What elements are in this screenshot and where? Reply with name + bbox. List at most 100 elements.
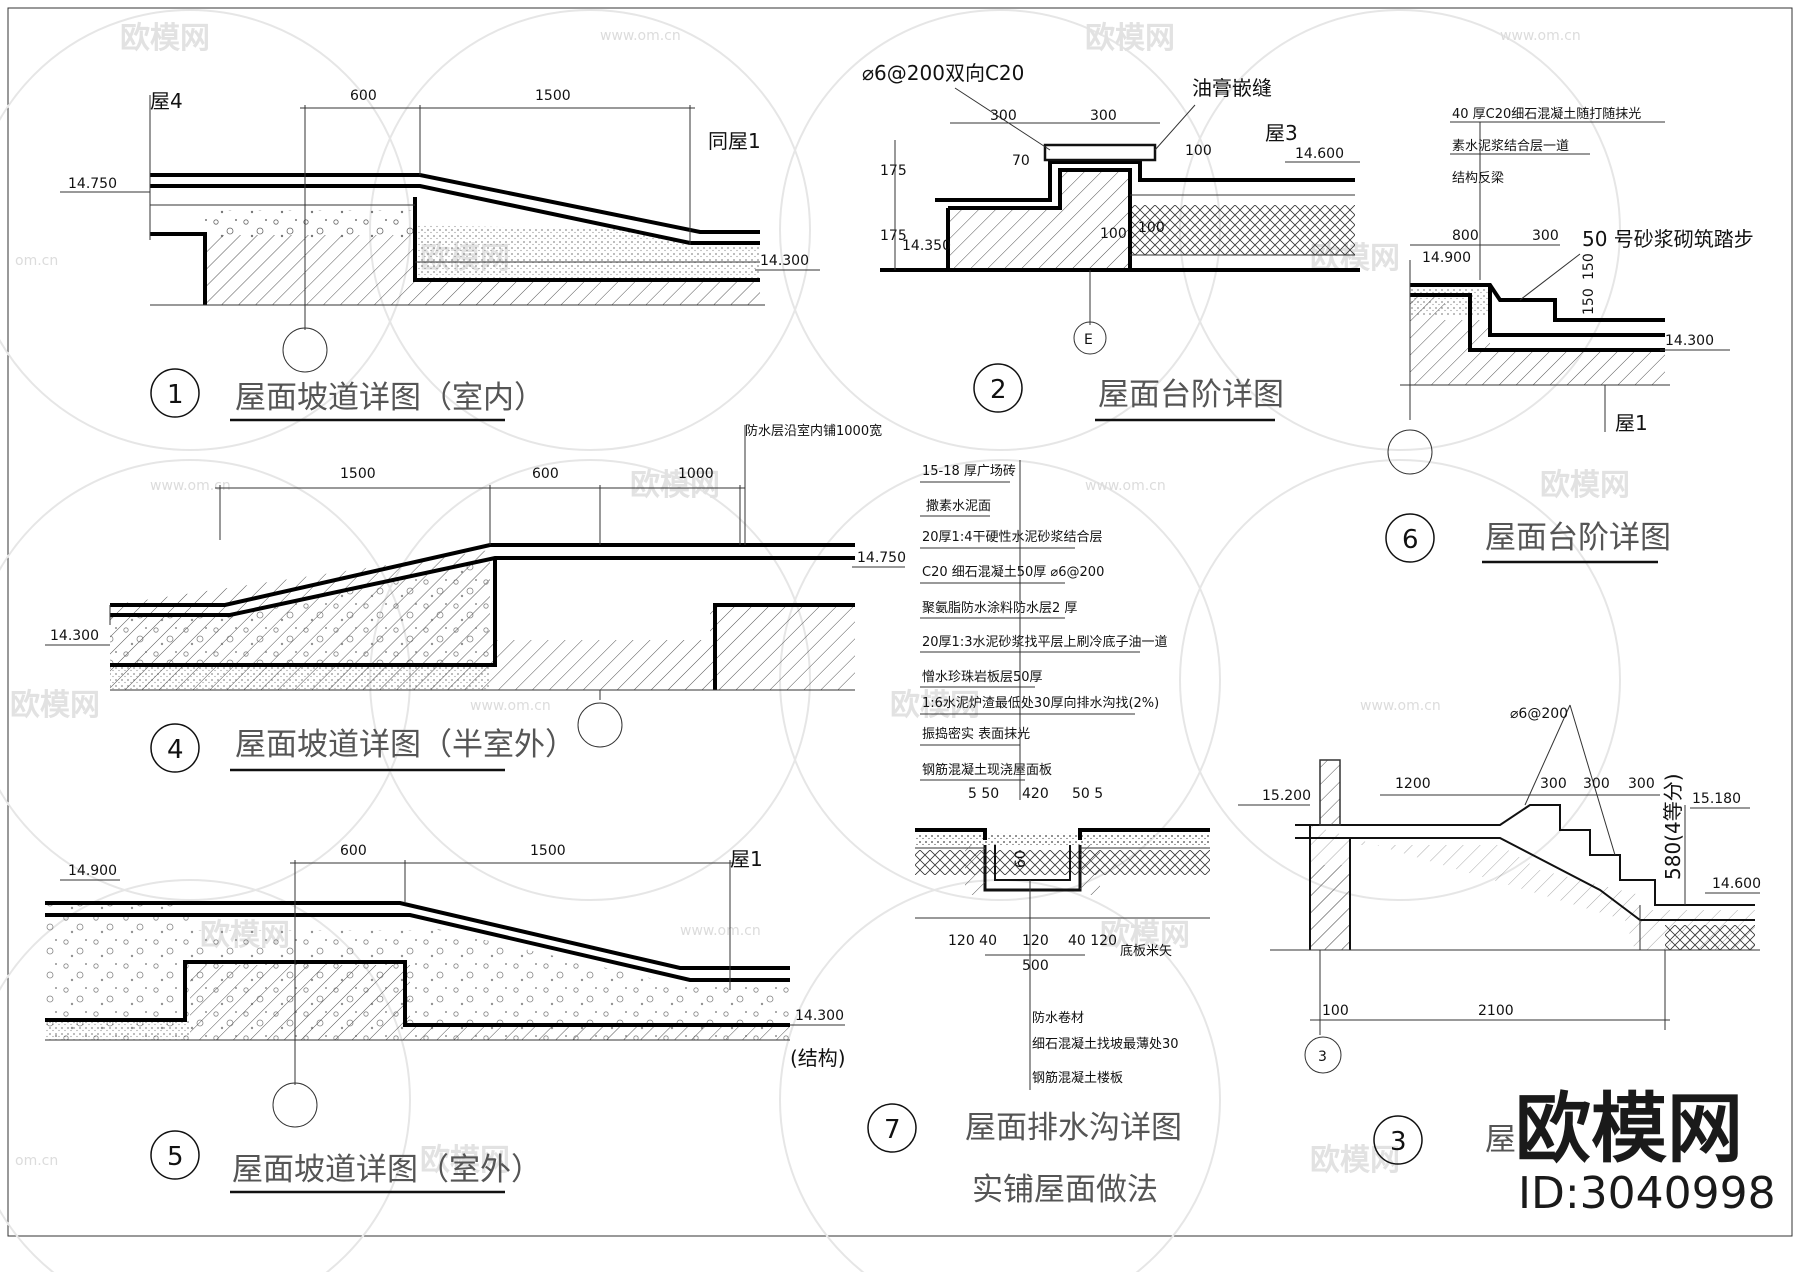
elevation-mark: 14.900 — [68, 863, 117, 879]
dim-text: 100 — [1185, 143, 1212, 159]
dim-text: 120 40 — [948, 933, 997, 949]
dim-text: 100 — [1322, 1003, 1349, 1019]
dim-text: 175 — [880, 228, 907, 244]
struct-label: (结构) — [790, 1046, 846, 1070]
dim-text: 100 — [1138, 220, 1165, 236]
dim-text: 5 50 — [968, 786, 999, 802]
stamp-id: ID:3040998 — [1518, 1168, 1776, 1219]
ref-label: 屋1 — [1615, 411, 1648, 435]
dim-text: 60 — [1013, 850, 1029, 868]
detail-number: 1 — [167, 380, 184, 410]
elevation-mark: 14.300 — [760, 253, 809, 269]
watermark-url: www.om.cn — [1360, 698, 1441, 714]
watermark-logo: 欧模网 — [1100, 918, 1190, 953]
watermark-url: om.cn — [15, 1153, 58, 1169]
detail-4: 防水层沿室内铺1000宽 1500 600 1000 14.750 14.300… — [45, 423, 906, 773]
watermark-url: om.cn — [15, 253, 58, 269]
elevation-mark: 14.300 — [1665, 333, 1714, 349]
detail-number: 5 — [167, 1142, 184, 1172]
dim-text: 300 — [1540, 776, 1567, 792]
dim-text: 580(4等分) — [1661, 773, 1685, 880]
dim-text: 50 5 — [1072, 786, 1103, 802]
elevation-mark: 14.350 — [902, 238, 951, 254]
dim-text: 1000 — [678, 466, 714, 482]
dim-text: 300 — [990, 108, 1017, 124]
rebar-note: ⌀6@200 — [1510, 706, 1568, 722]
detail-title: 屋 — [1485, 1122, 1516, 1158]
dim-text: 420 — [1022, 786, 1049, 802]
watermark-url: www.om.cn — [1085, 478, 1166, 494]
step-note: 50 号砂浆砌筑踏步 — [1582, 227, 1754, 251]
watermark-url: www.om.cn — [470, 698, 551, 714]
layer-note: 20厚1:3水泥砂浆找平层上刷冷底子油一道 — [922, 634, 1167, 650]
id-stamp: 欧模网 ID:3040998 — [1515, 1084, 1776, 1219]
layer-note: 聚氨脂防水涂料防水层2 厚 — [922, 600, 1077, 616]
detail-2: E ⌀6@200双向C20 油膏嵌缝 300 300 70 100 175 17… — [862, 61, 1360, 422]
elevation-mark: 15.200 — [1262, 788, 1311, 804]
layer-note: 撒素水泥面 — [926, 498, 991, 514]
detail-number: 6 — [1402, 525, 1419, 555]
ref-label: 同屋1 — [708, 129, 761, 153]
elevation-mark: 14.900 — [1422, 250, 1471, 266]
detail-title: 屋面坡道详图（半室外） — [235, 727, 576, 763]
dim-text: 120 — [1022, 933, 1049, 949]
watermark-logo: 欧模网 — [10, 688, 100, 723]
detail-number: 3 — [1390, 1127, 1407, 1157]
watermark-url: www.om.cn — [680, 923, 761, 939]
layer-note: 振捣密实 表面抹光 — [922, 726, 1030, 742]
dim-text: 175 — [880, 163, 907, 179]
layer-note: 15-18 厚广场砖 — [922, 464, 1016, 479]
watermark-url: www.om.cn — [150, 478, 231, 494]
ref-label: 屋1 — [730, 847, 763, 871]
dim-text: 100 — [1100, 226, 1127, 242]
dim-text: 600 — [350, 88, 377, 104]
dim-text: 1500 — [340, 466, 376, 482]
ref-label: 屋4 — [150, 89, 183, 113]
layer-note: 20厚1:4干硬性水泥砂浆结合层 — [922, 530, 1102, 545]
detail-title: 屋面排水沟详图 — [965, 1110, 1182, 1146]
dim-text: 150 — [1581, 288, 1597, 315]
axis-label: 3 — [1318, 1049, 1327, 1065]
dim-text: 1500 — [535, 88, 571, 104]
dim-text: 150 — [1581, 253, 1597, 280]
elevation-mark: 14.600 — [1295, 146, 1344, 162]
dim-text: 300 — [1532, 228, 1559, 244]
detail-5: 600 1500 屋1 14.900 14.300 (结构) 5 屋面坡道详图（… — [45, 843, 846, 1194]
dim-text: 500 — [1022, 958, 1049, 974]
watermark-logo: 欧模网 — [890, 688, 980, 723]
dim-text: 70 — [1012, 153, 1030, 169]
note: 40 厚C20细石混凝土随打随抹光 — [1452, 106, 1641, 122]
dim-text: 600 — [340, 843, 367, 859]
dim-text: 1200 — [1395, 776, 1431, 792]
elevation-mark: 14.750 — [68, 176, 117, 192]
note: 防水层沿室内铺1000宽 — [745, 423, 882, 439]
watermark-logo: 欧模网 — [1085, 21, 1175, 56]
detail-title: 屋面坡道详图（室外） — [232, 1152, 542, 1188]
joint-note: 油膏嵌缝 — [1192, 76, 1272, 100]
axis-label: E — [1084, 332, 1093, 348]
dim-text: 600 — [532, 466, 559, 482]
dim-text: 1500 — [530, 843, 566, 859]
elevation-mark: 14.300 — [50, 628, 99, 644]
detail-number: 7 — [884, 1115, 901, 1145]
dim-text: 300 — [1583, 776, 1610, 792]
dim-text: 300 — [1628, 776, 1655, 792]
layer-note: C20 细石混凝土50厚 ⌀6@200 — [922, 564, 1104, 580]
note: 钢筋混凝土楼板 — [1032, 1070, 1123, 1086]
note: 素水泥浆结合层一道 — [1452, 139, 1569, 154]
stamp-brand: 欧模网 — [1515, 1084, 1743, 1173]
note: 细石混凝土找坡最薄处30 — [1032, 1036, 1179, 1052]
watermark-url: www.om.cn — [1500, 28, 1581, 44]
watermark-logo: 欧模网 — [420, 1143, 510, 1178]
detail-subtitle: 实铺屋面做法 — [972, 1172, 1158, 1208]
dim-text: 40 120 — [1068, 933, 1117, 949]
detail-number: 2 — [990, 375, 1007, 405]
dim-text: 800 — [1452, 228, 1479, 244]
watermark-logo: 欧模网 — [1540, 468, 1630, 503]
elevation-mark: 14.750 — [857, 550, 906, 566]
layer-note: 钢筋混凝土现浇屋面板 — [922, 762, 1052, 778]
note: 防水卷材 — [1032, 1010, 1084, 1026]
elevation-mark: 14.600 — [1712, 876, 1761, 892]
detail-1: 600 1500 屋4 同屋1 14.750 14.300 1 屋面坡道详图（室… — [60, 88, 820, 422]
